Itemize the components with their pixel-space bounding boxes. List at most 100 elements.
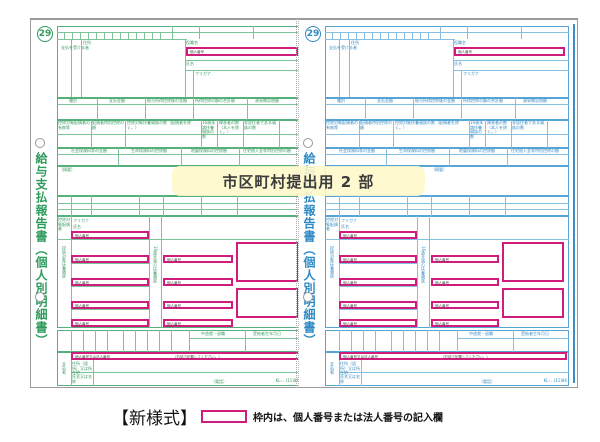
spouse-special-header: 配偶者特別控除の額 [92, 120, 124, 130]
spouse-special-header: 配偶者特別控除の額 [360, 120, 392, 130]
payer-name-label: 氏名又は名称 [340, 374, 360, 384]
name-label: 氏名 [73, 224, 81, 229]
dependents-section-label: 控除対象扶養親族 [330, 246, 335, 278]
amount-grid [325, 98, 569, 120]
address-label: 住所 [83, 40, 91, 45]
mid-year-header: 中途就・退職 [469, 331, 493, 336]
binder-hole [35, 292, 45, 302]
dependent-3-id-number-field[interactable]: 個人番号 [71, 301, 149, 309]
col-total-deduction: 所得控除の額の合計額 [463, 98, 503, 103]
birthdate-header: 受給者生年月日 [253, 331, 281, 336]
title-label: 役職名 [186, 40, 198, 45]
col-withholding: 源泉徴収税額 [523, 98, 547, 103]
social-insurance-header: 社会保険料等の金額 [71, 148, 107, 153]
under16-header: 16歳未満扶養親族の数 [202, 120, 216, 139]
mid-year-header: 中途就・退職 [201, 331, 225, 336]
disabled-header: 障害者の数（本人を除く。） [487, 120, 507, 135]
spouse-section-label: 控除対象配偶者 [326, 217, 338, 232]
extra-id-box-2[interactable] [502, 288, 564, 318]
col-type: 種別 [337, 98, 345, 103]
disabled-header: 障害者の数（本人を除く。） [219, 120, 239, 135]
col-total-deduction: 所得控除の額の合計額 [195, 98, 235, 103]
form-code: KL-...(11)86 [275, 378, 299, 383]
form-code: KL-...(11)86 [543, 378, 567, 383]
dependent-2-id-number-field[interactable]: 個人番号 [339, 278, 417, 286]
recipient-label: 支払を受ける者 [329, 45, 357, 50]
payer-id-number-field[interactable]: 個人番号又は法人番号 （右詰で記載してください。） [71, 352, 303, 360]
insurance-detail-grid [325, 196, 569, 216]
under16-section-label: 16歳未満の扶養親族 [153, 246, 158, 284]
summary-label: （摘要） [431, 167, 447, 172]
spouse-id-number-field[interactable]: 個人番号 [71, 231, 149, 239]
header-grid [57, 26, 303, 98]
legend-description: 枠内は、個人番号または法人番号の記入欄 [253, 412, 443, 424]
housing-loan-header: 住宅借入金等特別控除の額 [243, 148, 291, 153]
header-grid [325, 26, 569, 98]
under16-section-label: 16歳未満の扶養親族 [421, 246, 426, 284]
furigana-label: フリガナ [195, 71, 211, 76]
year-badge: 29 [305, 26, 321, 42]
under16-4-id-number-field[interactable]: 個人番号 [431, 319, 499, 327]
under16-2-id-number-field[interactable]: 個人番号 [163, 278, 233, 286]
dependent-1-id-number-field[interactable]: 個人番号 [71, 255, 149, 263]
housing-loan-header: 住宅借入金等特別控除の額 [511, 148, 559, 153]
phone-label: （電話） [479, 379, 495, 384]
attributes-grid [325, 330, 569, 352]
life-insurance-header: 生命保険料の控除額 [131, 148, 167, 153]
dependents-header: 控除対象扶養親族の数（配偶者を除く。） [127, 120, 191, 130]
col-payment: 支払金額 [109, 98, 125, 103]
summary-label: （摘要） [59, 167, 75, 172]
dependent-4-id-number-field[interactable]: 個人番号 [339, 319, 417, 327]
nonresident-header: 非居住者である親族の数 [512, 120, 544, 130]
form-title-vertical: 給与支払報告書（個人別明細書） [34, 152, 48, 347]
furigana-label: フリガナ [341, 218, 357, 223]
under16-1-id-number-field[interactable]: 個人番号 [163, 255, 233, 263]
earthquake-insurance-header: 地震保険料の控除額 [191, 148, 227, 153]
name-label: 氏名 [454, 61, 462, 66]
col-after-deduction: 給与所得控除後の金額 [147, 98, 187, 103]
payer-label: 支払者 [62, 362, 67, 374]
dependent-3-id-number-field[interactable]: 個人番号 [339, 301, 417, 309]
col-payment: 支払金額 [377, 98, 393, 103]
form-right: 29 支払を受ける者 住所 役職名 氏名 フリガナ 個人番号 種別 支払金額 給… [298, 18, 578, 388]
perforation-line [296, 18, 297, 388]
under16-4-id-number-field[interactable]: 個人番号 [163, 319, 233, 327]
under16-1-id-number-field[interactable]: 個人番号 [431, 255, 499, 263]
under16-header: 16歳未満扶養親族の数 [470, 120, 484, 139]
col-type: 種別 [69, 98, 77, 103]
insurance-detail-grid [57, 196, 303, 216]
furigana-label: フリガナ [463, 71, 479, 76]
extra-id-box-2[interactable] [236, 288, 299, 318]
binder-hole [303, 292, 313, 302]
payer-address-label: 住所（居所）又は所在地 [340, 361, 360, 376]
dependent-1-id-number-field[interactable]: 個人番号 [339, 255, 417, 263]
legend-swatch [201, 409, 247, 423]
spouse-header: 控除対象配偶者の有無等 [326, 120, 358, 130]
extra-id-box-1[interactable] [502, 242, 564, 282]
under16-3-id-number-field[interactable]: 個人番号 [431, 301, 499, 309]
nonresident-header: 非居住者である親族の数 [244, 120, 276, 130]
under16-2-id-number-field[interactable]: 個人番号 [431, 278, 499, 286]
name-label: 氏名 [341, 224, 349, 229]
title-label: 役職名 [454, 40, 466, 45]
name-label: 氏名 [186, 61, 194, 66]
submission-banner: 市区町村提出用 2 部 [172, 166, 425, 196]
col-after-deduction: 給与所得控除後の金額 [415, 98, 455, 103]
phone-label: （電話） [211, 379, 227, 384]
dependent-2-id-number-field[interactable]: 個人番号 [71, 278, 149, 286]
under16-3-id-number-field[interactable]: 個人番号 [163, 301, 233, 309]
recipient-id-number-field[interactable]: 個人番号 [186, 47, 298, 56]
dependents-section-label: 控除対象扶養親族 [62, 246, 67, 278]
dependents-grid [325, 216, 569, 328]
binder-hole [303, 138, 313, 148]
binder-hole [35, 138, 45, 148]
spouse-id-number-field[interactable]: 個人番号 [339, 231, 417, 239]
extra-id-box-1[interactable] [236, 242, 299, 282]
payer-id-number-field[interactable]: 個人番号又は法人番号 （右詰で記載してください。） [339, 352, 567, 360]
form-left: 29 支払を受ける者 住所 役職名 氏名 フリガナ 個人番号 種別 支払金額 給… [30, 18, 305, 388]
social-insurance-header: 社会保険料等の金額 [339, 148, 375, 153]
life-insurance-header: 生命保険料の控除額 [399, 148, 435, 153]
legend: 【新様式】 枠内は、個人番号または法人番号の記入欄 [112, 405, 443, 429]
dependent-4-id-number-field[interactable]: 個人番号 [71, 319, 149, 327]
recipient-id-number-field[interactable]: 個人番号 [454, 47, 565, 56]
